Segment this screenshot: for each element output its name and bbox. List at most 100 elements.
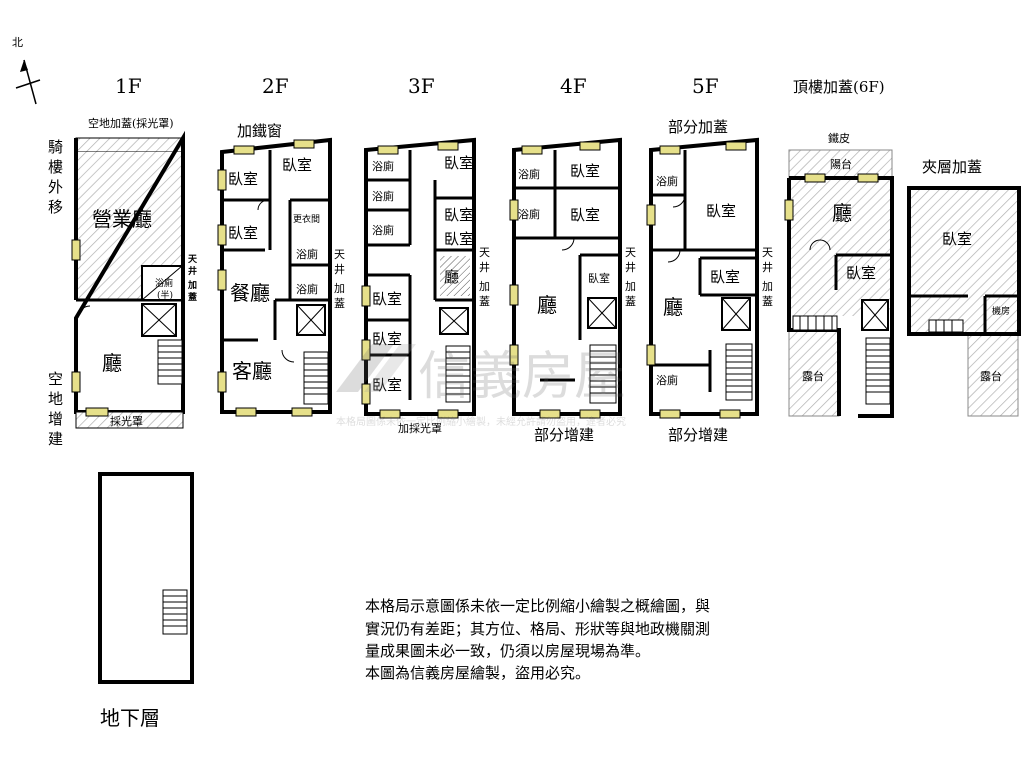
f2-windows (217, 139, 315, 417)
f4-room-bedroom: 臥室 (570, 206, 600, 224)
f1-side-note-char: 騎 (48, 138, 63, 156)
f4-windows (509, 141, 601, 419)
mezz-room-bedroom: 臥室 (942, 230, 972, 248)
disclaimer-line: 本格局示意圖係未依一定比例縮小繪製之概繪圖，與 (365, 597, 710, 615)
plan-mezzanine: 夾層加蓋 臥室 機房 露台 (907, 158, 1021, 417)
f3-side-char: 加 (479, 280, 490, 293)
floor-title-6f: 頂樓加蓋(6F) (793, 78, 885, 96)
f6-windows (784, 173, 879, 221)
f2-room-bedroom: 臥室 (228, 224, 258, 242)
f3-room-bedroom: 臥室 (372, 330, 402, 348)
f2-stairs (303, 351, 329, 405)
f3-room-bath: 浴廁 (372, 159, 394, 173)
f5-room-hall: 廳 (663, 295, 683, 319)
f3-room-bedroom: 臥室 (444, 206, 474, 224)
f6-railing (792, 315, 838, 331)
f1-door-swing (77, 305, 91, 319)
f1-window (71, 371, 81, 393)
basement-outer-wall (98, 472, 194, 684)
plan-1f: 空地加蓋(採光罩) 騎 樓 外 移 空 地 增 建 (48, 116, 198, 448)
f1-side-note-char: 增 (48, 410, 63, 428)
f3-room-bedroom: 臥室 (444, 230, 474, 248)
disclaimer-line: 本圖為信義房屋繪製，盜用必究。 (365, 664, 590, 682)
f2-room-bath: 浴廁 (296, 282, 318, 296)
plan-2f: 加鐵窗 (217, 122, 345, 417)
f1-window (85, 407, 109, 417)
f3-windows (361, 141, 459, 419)
f1-side-note-char: 建 (48, 430, 63, 448)
f2-side-note: 天 井 加 蓋 (334, 248, 345, 310)
f2-room-closet: 更衣間 (293, 213, 320, 225)
f4-bottom-note: 部分增建 (534, 426, 594, 444)
f4-interior-walls (514, 150, 620, 382)
f5-side-char: 蓋 (762, 295, 773, 308)
floor-title-4f: 4F (560, 74, 587, 98)
f2-side-char: 井 (334, 262, 345, 276)
f2-side-char: 蓋 (334, 297, 345, 310)
f6-interior-walls (834, 253, 892, 290)
f3-room-bedroom: 臥室 (372, 376, 402, 394)
f3-room-bedroom: 臥室 (444, 154, 474, 172)
plan-6f: 鐵皮 陽台 廳 (784, 131, 894, 418)
f1-shaft-char: 加 (187, 279, 197, 291)
f5-room-bedroom: 臥室 (706, 202, 736, 220)
f1-side-note-char: 地 (48, 390, 63, 408)
disclaimer-line: 實況仍有差距；其方位、格局、形狀等與地政機關測 (365, 620, 710, 638)
mezz-interior-walls (909, 294, 1019, 334)
f1-side-note-arcade: 騎 樓 外 移 (48, 138, 63, 216)
f6-room-balcony: 陽台 (830, 157, 852, 171)
f2-interior-walls (222, 150, 330, 342)
watermark-logo-icon (336, 344, 416, 392)
f3-side-char: 井 (479, 260, 490, 274)
compass-north-label: 北 (12, 36, 23, 49)
f1-side-note-char: 外 (48, 178, 63, 196)
f1-side-note-char: 移 (48, 198, 63, 216)
f5-interior-walls (651, 150, 757, 392)
f5-side-note: 天 井 加 蓋 (762, 246, 773, 308)
f1-side-note-char: 樓 (48, 158, 63, 176)
mezz-railing (928, 319, 964, 333)
f1-shaft-char: 蓋 (188, 291, 197, 303)
compass: 北 (12, 36, 41, 105)
floor-title-3f: 3F (408, 74, 435, 98)
floor-title-1f: 1F (115, 74, 142, 98)
floor-title-2f: 2F (262, 74, 289, 98)
f6-interior-hatch (789, 178, 892, 316)
f6-stairs (865, 337, 891, 405)
floor-titles: 1F 2F 3F 4F 5F 頂樓加蓋(6F) (115, 74, 885, 98)
plan-3f: 浴廁 臥室 浴廁 臥室 浴廁 臥室 廳 臥室 臥室 臥室 加採光罩 天 井 加 … (361, 137, 490, 435)
f5-bottom-note: 部分增建 (668, 426, 728, 444)
f5-room-bath: 浴廁 (656, 373, 678, 387)
mezz-title: 夾層加蓋 (922, 158, 982, 176)
f1-room-skylight: 採光罩 (110, 414, 143, 428)
f4-side-note: 天 井 加 蓋 (625, 246, 636, 308)
f4-side-char: 井 (625, 260, 636, 274)
f1-top-skylight (75, 137, 184, 153)
mezz-room-terrace: 露台 (980, 369, 1002, 383)
f4-side-char: 天 (625, 246, 636, 259)
f5-side-char: 井 (762, 260, 773, 274)
f3-bottom-note: 加採光罩 (398, 421, 442, 435)
f1-room-hall: 廳 (102, 351, 122, 375)
f4-room-bath: 浴廁 (518, 207, 540, 221)
f5-side-char: 加 (762, 280, 773, 293)
f5-top-note: 部分加蓋 (668, 118, 728, 136)
f5-stairs (725, 343, 753, 401)
f4-room-bedroom: 臥室 (588, 271, 610, 285)
f2-room-living: 客廳 (232, 359, 272, 383)
f5-room-bedroom: 臥室 (710, 268, 740, 286)
basement-stairs (162, 589, 188, 635)
f6-room-terrace: 露台 (802, 369, 824, 383)
f1-shaft-char: 井 (188, 265, 197, 277)
f2-side-char: 加 (334, 282, 345, 295)
f1-side-note-addition: 空 地 增 建 (48, 370, 63, 448)
f1-room-business-hall: 營業廳 (92, 207, 152, 231)
plan-5f: 部分加蓋 (646, 118, 773, 444)
watermark-brand: 信義房屋 (418, 347, 626, 407)
disclaimer: 本格局示意圖係未依一定比例縮小繪製之概繪圖，與 實況仍有差距；其方位、格局、形狀… (365, 597, 710, 682)
f1-window (71, 239, 81, 261)
mezz-terrace-area (967, 333, 1019, 417)
f1-shaft-note: 天 井 加 蓋 (187, 254, 198, 303)
f2-room-bedroom: 臥室 (282, 156, 312, 174)
